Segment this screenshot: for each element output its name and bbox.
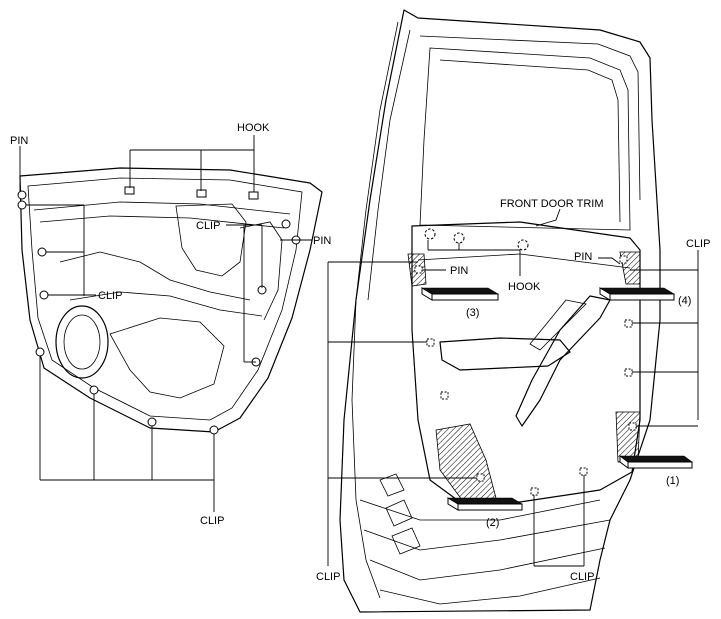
label-hook-left: HOOK: [237, 122, 270, 134]
trim-back-view: PIN HOOK CLIP PIN CLIP CLIP: [10, 122, 331, 527]
arrow-step3: [420, 287, 500, 301]
door-front-view: FRONT DOOR TRIM CLIP PIN HOOK PIN CLIP C…: [316, 9, 710, 613]
label-clip-top-right: CLIP: [686, 238, 710, 250]
left-leader-lines: [19, 135, 312, 512]
dashed-hook-markers: [424, 228, 529, 251]
trim-panel-outline: [411, 221, 641, 503]
label-clip-bottom-left: CLIP: [200, 515, 224, 527]
label-step4: (4): [678, 295, 691, 307]
label-pin-left-right: PIN: [450, 265, 468, 277]
label-step1: (1): [666, 475, 679, 487]
label-step2: (2): [486, 517, 499, 529]
label-clip-bottom-right-right: CLIP: [570, 571, 594, 583]
speaker-inner: [63, 314, 101, 370]
armrest: [439, 337, 571, 371]
arrow-step2: [446, 497, 524, 511]
door-sill: [359, 499, 601, 521]
right-leader-lines: [327, 208, 699, 567]
hook-fasteners: [124, 186, 259, 200]
window-frame-2: [367, 29, 411, 301]
window-frame-1: [351, 21, 399, 599]
dashed-clip-markers: [414, 255, 637, 496]
label-clip-upper-left: CLIP: [196, 220, 220, 232]
label-pin-top-left: PIN: [10, 135, 28, 147]
trim-back-outline: [19, 167, 323, 433]
trim-back-armrest-frame: [109, 317, 225, 399]
label-pin-right-right: PIN: [574, 251, 592, 263]
label-hook-right: HOOK: [508, 281, 541, 293]
hatch-zone-lower-left: [435, 423, 497, 501]
speaker-outer: [55, 305, 109, 379]
label-clip-middle-left: CLIP: [98, 290, 122, 302]
clip-fasteners-left: [17, 190, 301, 435]
window-opening: [419, 47, 631, 231]
label-front-door-trim: FRONT DOOR TRIM: [500, 198, 603, 210]
trim-back-upper-rail: [33, 201, 291, 215]
trim-back-bracket: [175, 203, 247, 277]
hatch-zone-lower-right: [615, 411, 641, 463]
label-clip-bottom-left-right: CLIP: [316, 571, 340, 583]
arrow-step4: [598, 287, 676, 301]
label-step3: (3): [466, 307, 479, 319]
arrow-step1: [619, 455, 693, 469]
label-pin-right-left: PIN: [313, 235, 331, 247]
door-handle: [515, 295, 611, 427]
door-frame-outer: [339, 9, 661, 613]
